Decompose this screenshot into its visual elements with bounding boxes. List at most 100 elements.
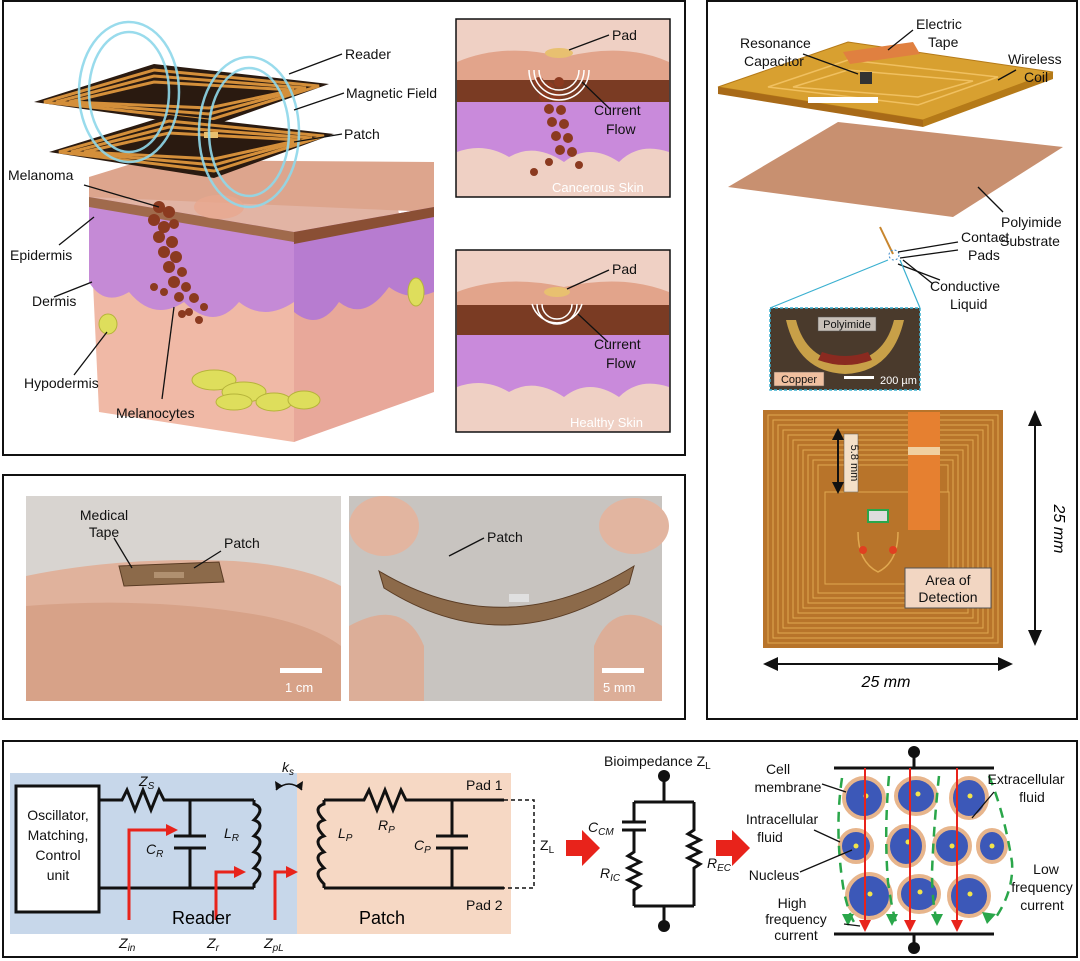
label-wireless: Wireless [1008, 51, 1062, 67]
label-scale-5mm: 5 mm [603, 680, 636, 695]
label-intracellular: Intracellular [746, 811, 819, 827]
label-zl: ZL [540, 837, 555, 856]
label-high: High [778, 895, 807, 911]
scale-bar-1cm [280, 668, 322, 673]
micro-scale-bar [844, 376, 874, 379]
photo-bent-patch: Patch 5 mm [349, 496, 669, 701]
photos-svg: Medical Tape Patch 1 cm Patch 5 mm [26, 496, 669, 701]
label-osc-1: Oscillator, [27, 807, 88, 823]
photo-arm: Medical Tape Patch 1 cm [26, 496, 341, 701]
label-coil: Coil [1024, 69, 1048, 85]
label-tape: Tape [928, 34, 959, 50]
label-resonance: Resonance [740, 35, 811, 51]
panel-photos: Medical Tape Patch 1 cm Patch 5 mm [2, 474, 686, 720]
reader-circuit [99, 785, 262, 890]
label-polyimide: Polyimide [1001, 214, 1062, 230]
skin-illustration-svg: Reader Magnetic Field Patch Melanoma Epi… [8, 18, 671, 442]
label-area-of: Area of [925, 572, 970, 588]
label-pad-cancer: Pad [612, 27, 637, 43]
label-patch-region: Patch [359, 908, 405, 928]
micrograph: Polyimide Copper 200 µm [769, 307, 921, 391]
cells-diagram [834, 746, 1014, 954]
label-melanoma: Melanoma [8, 167, 74, 183]
skin-block [89, 160, 434, 442]
label-ks: ks [282, 759, 294, 778]
label-pads: Pads [968, 247, 1000, 263]
label-zin: Zin [118, 935, 136, 954]
label-current-cancer: Current [594, 102, 641, 118]
label-reader: Reader [345, 46, 391, 62]
label-membrane: membrane [755, 779, 822, 795]
label-rec: REC [707, 855, 732, 874]
label-current-healthy: Current [594, 336, 641, 352]
dimension-arrows [763, 410, 1042, 671]
oscillator-block: Oscillator, Matching, Control unit [14, 784, 101, 914]
label-intracellular-fluid: fluid [757, 829, 783, 845]
label-dim-width: 25 mm [861, 674, 911, 691]
arrow-to-bioimpedance [566, 830, 600, 866]
panel-skin-illustration: Reader Magnetic Field Patch Melanoma Epi… [2, 0, 686, 456]
label-pad2: Pad 2 [466, 897, 503, 913]
caption-healthy-skin: Healthy Skin [570, 415, 643, 430]
label-pad-healthy: Pad [612, 261, 637, 277]
label-flow-healthy: Flow [606, 355, 636, 371]
label-high-current: current [774, 927, 818, 943]
label-dim-inner: 5.8 mm [848, 445, 860, 482]
scale-bar-5mm [602, 668, 644, 673]
label-cp: CP [414, 837, 431, 856]
label-dim-height: 25 mm [1050, 504, 1067, 554]
label-micro-scale: 200 µm [880, 375, 917, 387]
label-low: Low [1033, 861, 1060, 877]
label-reader-region: Reader [172, 908, 231, 928]
label-flow-cancer: Flow [606, 121, 636, 137]
label-medical-tape-1: Medical [80, 507, 128, 523]
label-substrate: Substrate [1000, 233, 1060, 249]
label-detection: Detection [918, 589, 977, 605]
magnetic-field-lines [77, 20, 301, 209]
label-pad1: Pad 1 [466, 777, 503, 793]
label-lp: LP [338, 825, 353, 844]
label-zr: Zr [206, 935, 220, 954]
label-dermis: Dermis [32, 293, 76, 309]
exploded-view [717, 41, 1063, 261]
label-epidermis: Epidermis [10, 247, 72, 263]
label-high-frequency: frequency [765, 911, 826, 927]
patch-design-svg: Resonance Capacitor Electric Tape Wirele… [717, 16, 1067, 691]
label-scale-1cm: 1 cm [285, 680, 313, 695]
bioimpedance-circuit [622, 778, 704, 922]
label-low-frequency: frequency [1011, 879, 1072, 895]
circuit-model-svg: Oscillator, Matching, Control unit ZS CR… [10, 746, 1073, 954]
label-bioimpedance: Bioimpedance ZL [604, 753, 711, 772]
label-extracellular: Extracellular [987, 771, 1064, 787]
label-low-current: current [1020, 897, 1064, 913]
reader-coil [34, 64, 329, 127]
label-ccm: CCM [588, 819, 614, 838]
label-capacitor: Capacitor [744, 53, 804, 69]
label-electric: Electric [916, 16, 962, 32]
label-medical-tape-2: Tape [89, 524, 120, 540]
label-ric: RIC [600, 865, 621, 884]
label-liquid: Liquid [950, 296, 987, 312]
label-zpl: ZpL [263, 935, 284, 954]
label-conductive: Conductive [930, 278, 1000, 294]
label-osc-4: unit [47, 867, 70, 883]
panel-circuit-model: Oscillator, Matching, Control unit ZS CR… [2, 740, 1078, 958]
label-micro-polyimide: Polyimide [823, 319, 871, 331]
label-patch-bent: Patch [487, 529, 523, 545]
label-patch-arm: Patch [224, 535, 260, 551]
panel-patch-design: Resonance Capacitor Electric Tape Wirele… [706, 0, 1078, 720]
label-cell: Cell [766, 761, 790, 777]
arrow-to-cells [716, 830, 750, 866]
inset-cancerous-skin: Pad Current Flow Cancerous Skin [455, 18, 671, 198]
inset-healthy-skin: Pad Current Flow Healthy Skin [455, 249, 671, 433]
label-lr: LR [224, 825, 239, 844]
label-melanocytes: Melanocytes [116, 405, 195, 421]
label-rp: RP [378, 817, 395, 836]
label-micro-copper: Copper [781, 374, 817, 386]
label-hypodermis: Hypodermis [24, 375, 99, 391]
label-magnetic-field: Magnetic Field [346, 85, 437, 101]
label-osc-2: Matching, [28, 827, 89, 843]
label-osc-3: Control [35, 847, 80, 863]
label-nucleus: Nucleus [749, 867, 800, 883]
label-zs: ZS [138, 773, 155, 792]
